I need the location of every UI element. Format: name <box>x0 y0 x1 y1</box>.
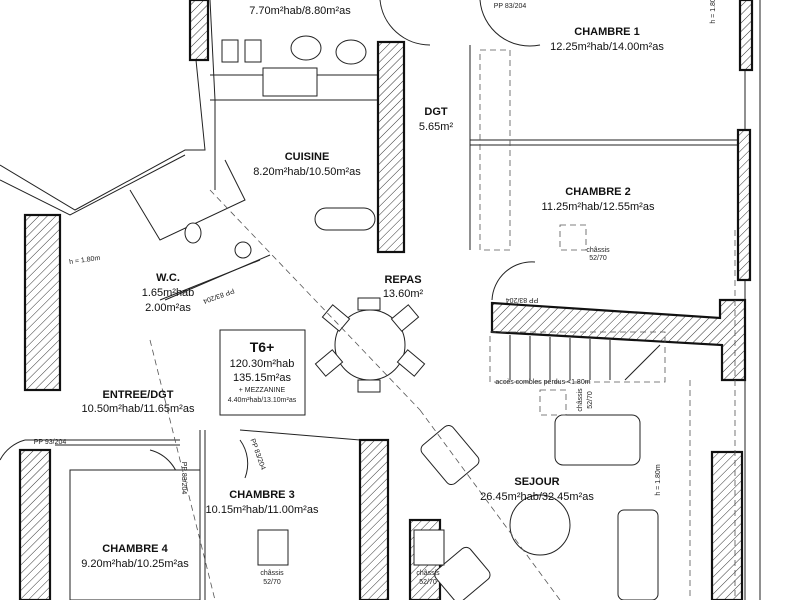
room-labels: 7.70m²hab/8.80m²as CHAMBRE 1 12.25m²hab/… <box>81 5 664 570</box>
wc-name: W.C. <box>156 272 180 284</box>
chambre3-area: 10.15m²hab/11.00m²as <box>206 504 319 516</box>
chassis-size-3: 52/70 <box>263 579 281 586</box>
cuisine-area: 8.20m²hab/10.50m²as <box>253 166 361 178</box>
chassis-size-1: 52/70 <box>589 255 607 262</box>
kitchen-counter <box>221 35 376 231</box>
chassis-label-3: châssis <box>260 570 284 577</box>
height-label-chambre1: h = 1.80m <box>710 0 717 24</box>
roof-windows <box>257 224 587 566</box>
repas-area: 13.60m² <box>383 288 424 300</box>
dgt-area: 5.65m² <box>419 121 454 133</box>
cuisine-name: CUISINE <box>285 151 330 163</box>
reduced-height-zones <box>149 49 736 600</box>
chambre3-name: CHAMBRE 3 <box>229 489 294 501</box>
door-label-pp83-chambre4: PP 83/204 <box>180 462 187 495</box>
entree-name: ENTREE/DGT <box>103 389 174 401</box>
chambre2-area: 11.25m²hab/12.55m²as <box>542 201 655 213</box>
chambre2-name: CHAMBRE 2 <box>565 186 630 198</box>
total-as: 135.15m²as <box>233 372 292 384</box>
wc-fixtures <box>129 159 271 301</box>
mezzanine-label: + MEZZANINE <box>239 387 286 394</box>
chassis-label-1: châssis <box>586 247 610 254</box>
chambre4-area: 9.20m²hab/10.25m²as <box>81 558 189 570</box>
height-label-sejour: h = 1.80m <box>655 464 662 495</box>
sejour-area: 26.45m²hab/32.45m²as <box>480 491 594 503</box>
repas-name: REPAS <box>384 274 421 286</box>
chambre4-name: CHAMBRE 4 <box>102 543 168 555</box>
entree-area: 10.50m²hab/11.65m²as <box>82 403 195 415</box>
door-label-pp83-wc: PP 83/204 <box>202 287 235 305</box>
chambre1-name: CHAMBRE 1 <box>574 26 639 38</box>
chassis-size-2: 52/70 <box>587 391 594 409</box>
chassis-label-2: châssis <box>577 388 584 412</box>
door-label-pp83-top: PP 83/204 <box>494 3 527 10</box>
dgt-name: DGT <box>424 106 448 118</box>
dining-table <box>314 297 426 393</box>
apartment-summary: T6+ 120.30m²hab 135.15m²as + MEZZANINE 4… <box>219 329 306 416</box>
height-label-entree: h = 1.80m <box>69 255 101 266</box>
bains-area: 7.70m²hab/8.80m²as <box>249 5 351 17</box>
apartment-type: T6+ <box>250 339 275 355</box>
door-label-pp83-chambre2: PP 83/204 <box>506 296 539 303</box>
chassis-size-4: 52/70 <box>419 579 437 586</box>
sejour-name: SEJOUR <box>514 476 559 488</box>
staircase <box>489 331 666 383</box>
attic-access-label: accès combles perdus <1.80m <box>495 379 590 386</box>
chassis-label-4: châssis <box>416 570 440 577</box>
living-furniture <box>69 414 659 600</box>
total-hab: 120.30m²hab <box>230 358 295 370</box>
door-label-pp93: PP 93/204 <box>34 439 67 446</box>
wc-area-as: 2.00m²as <box>145 302 191 314</box>
wc-area-hab: 1.65m²hab <box>142 287 195 299</box>
door-label-pp83-chambre3: PP 83/204 <box>249 438 267 471</box>
chambre1-area: 12.25m²hab/14.00m²as <box>550 41 664 53</box>
mezzanine-area: 4.40m²hab/13.10m²as <box>228 397 297 404</box>
